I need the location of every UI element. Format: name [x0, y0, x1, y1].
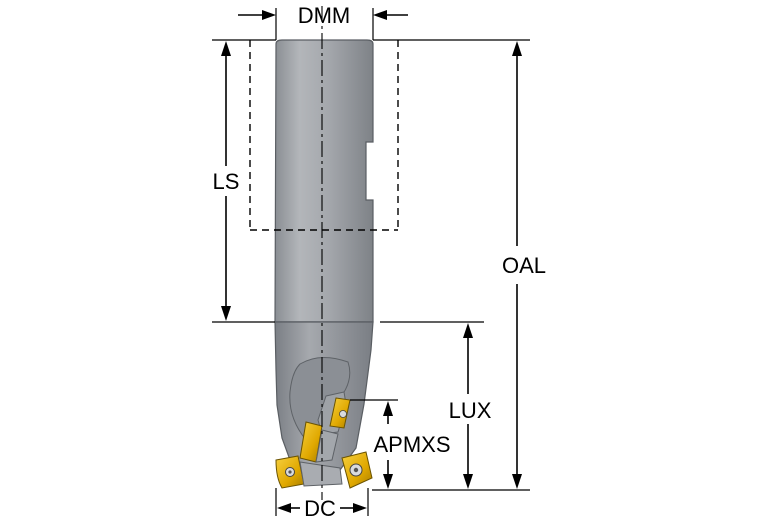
insert-screw-icon — [285, 467, 295, 477]
apmxs-dimension: APMXS — [350, 399, 451, 489]
insert-wedge — [299, 461, 343, 487]
insert-screw-icon — [349, 463, 363, 477]
lux-label: LUX — [449, 398, 492, 423]
middle-insert — [299, 421, 339, 463]
dmm-label: DMM — [298, 3, 351, 28]
dc-label: DC — [304, 496, 336, 521]
insert-screw-icon — [339, 410, 347, 418]
lux-dimension: LUX — [380, 321, 492, 489]
oal-label: OAL — [502, 253, 546, 278]
dmm-dimension: DMM — [238, 3, 408, 40]
dc-dimension: DC — [275, 488, 369, 521]
end-mill-tool — [274, 39, 374, 489]
apmxs-label: APMXS — [373, 432, 450, 457]
tool-shank — [274, 39, 374, 323]
oal-dimension: OAL — [372, 39, 546, 491]
ls-label: LS — [213, 169, 240, 194]
ls-dimension: LS — [212, 39, 276, 323]
holder-outline — [249, 40, 399, 231]
